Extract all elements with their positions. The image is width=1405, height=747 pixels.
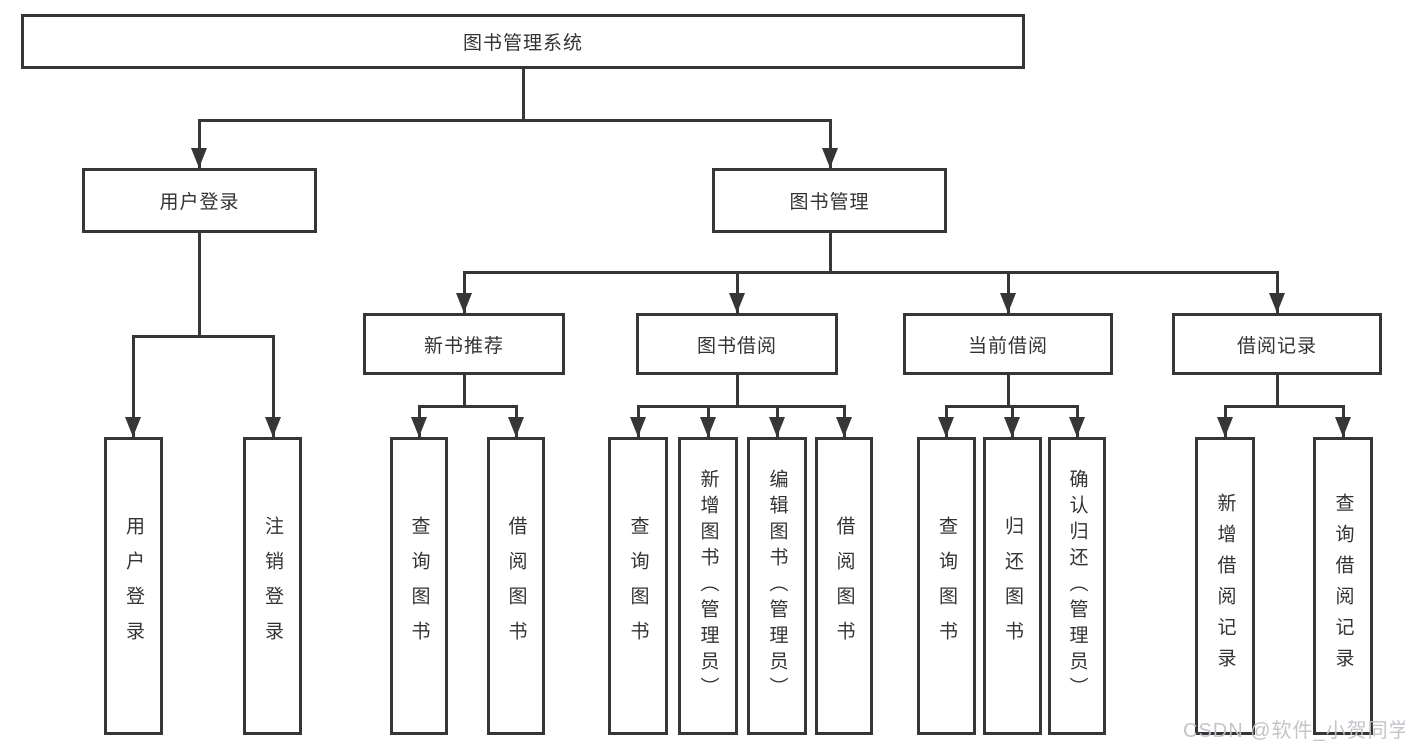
node-label: 查询借阅记录 xyxy=(1332,493,1354,679)
node-label: 新增图书（管理员） xyxy=(697,469,719,703)
leaf-edit-books-admin: 编辑图书（管理员） xyxy=(747,437,807,735)
connector-line xyxy=(419,405,517,408)
node-library-management-system: 图书管理系统 xyxy=(21,14,1025,69)
connector-line xyxy=(1007,375,1010,406)
node-label: 查询图书 xyxy=(936,516,957,656)
leaf-add-borrow-record: 新增借阅记录 xyxy=(1195,437,1255,735)
node-label: 归还图书 xyxy=(1002,516,1023,656)
node-label: 用户登录 xyxy=(159,192,240,213)
connector-line xyxy=(522,69,525,120)
connector-line xyxy=(464,271,1278,274)
node-label: 图书借阅 xyxy=(696,335,777,357)
arrow-down-icon xyxy=(1004,417,1020,437)
leaf-confirm-return-admin: 确认归还（管理员） xyxy=(1048,437,1106,735)
node-label: 查询图书 xyxy=(627,516,649,656)
leaf-add-books-admin: 新增图书（管理员） xyxy=(678,437,738,735)
leaf-borrow-books-borrowing: 借阅图书 xyxy=(815,437,873,735)
arrow-down-icon xyxy=(1217,417,1233,437)
connector-line xyxy=(132,335,135,437)
leaf-query-borrow-record: 查询借阅记录 xyxy=(1313,437,1373,735)
leaf-query-books-borrowing: 查询图书 xyxy=(608,437,668,735)
node-book-management: 图书管理 xyxy=(712,168,947,233)
arrow-down-icon xyxy=(938,417,954,437)
node-label: 新书推荐 xyxy=(423,335,504,357)
connector-line xyxy=(736,271,739,313)
node-label: 编辑图书（管理员） xyxy=(766,469,788,703)
connector-line xyxy=(463,271,466,313)
node-label: 借阅图书 xyxy=(505,516,527,656)
arrow-down-icon xyxy=(836,417,852,437)
node-user-login-branch: 用户登录 xyxy=(82,168,317,233)
node-label: 图书管理 xyxy=(789,192,870,213)
node-borrowing-records: 借阅记录 xyxy=(1172,313,1382,375)
arrow-down-icon xyxy=(265,417,281,437)
connector-line xyxy=(829,119,832,168)
arrow-down-icon xyxy=(411,417,427,437)
connector-line xyxy=(1007,271,1010,313)
arrow-down-icon xyxy=(729,293,745,313)
leaf-return-books: 归还图书 xyxy=(983,437,1042,735)
connector-line xyxy=(736,375,739,406)
node-current-borrowing: 当前借阅 xyxy=(903,313,1113,375)
connector-line xyxy=(272,335,275,437)
connector-line xyxy=(638,405,845,408)
arrow-down-icon xyxy=(456,293,472,313)
connector-line xyxy=(1276,271,1279,313)
arrow-down-icon xyxy=(1269,293,1285,313)
connector-line xyxy=(1225,405,1344,408)
connector-line xyxy=(198,233,201,336)
arrow-down-icon xyxy=(1000,293,1016,313)
node-label: 确认归还（管理员） xyxy=(1066,469,1088,703)
node-label: 注销登录 xyxy=(262,516,283,656)
connector-line xyxy=(1276,375,1279,406)
node-label: 查询图书 xyxy=(408,516,430,656)
connector-line xyxy=(463,375,466,406)
leaf-query-books-current: 查询图书 xyxy=(917,437,976,735)
arrow-down-icon xyxy=(1069,417,1085,437)
connector-line xyxy=(199,119,831,122)
node-label: 新增借阅记录 xyxy=(1214,493,1236,679)
node-label: 图书管理系统 xyxy=(462,33,583,54)
watermark-text: CSDN @软件_小贺同学 xyxy=(1183,720,1405,742)
connector-line xyxy=(133,335,274,338)
connector-line xyxy=(829,233,832,272)
leaf-logout: 注销登录 xyxy=(243,437,302,735)
node-book-borrowing: 图书借阅 xyxy=(636,313,838,375)
arrow-down-icon xyxy=(769,417,785,437)
node-label: 借阅图书 xyxy=(833,516,855,656)
leaf-borrow-books-recommend: 借阅图书 xyxy=(487,437,545,735)
node-label: 用户登录 xyxy=(123,516,144,656)
leaf-user-login: 用户登录 xyxy=(104,437,163,735)
node-new-book-recommend: 新书推荐 xyxy=(363,313,565,375)
arrow-down-icon xyxy=(1335,417,1351,437)
arrow-down-icon xyxy=(822,148,838,168)
arrow-down-icon xyxy=(125,417,141,437)
connector-line xyxy=(198,119,201,168)
arrow-down-icon xyxy=(630,417,646,437)
arrow-down-icon xyxy=(508,417,524,437)
arrow-down-icon xyxy=(700,417,716,437)
arrow-down-icon xyxy=(191,148,207,168)
node-label: 借阅记录 xyxy=(1236,335,1317,357)
node-label: 当前借阅 xyxy=(967,335,1048,357)
leaf-query-books-recommend: 查询图书 xyxy=(390,437,448,735)
